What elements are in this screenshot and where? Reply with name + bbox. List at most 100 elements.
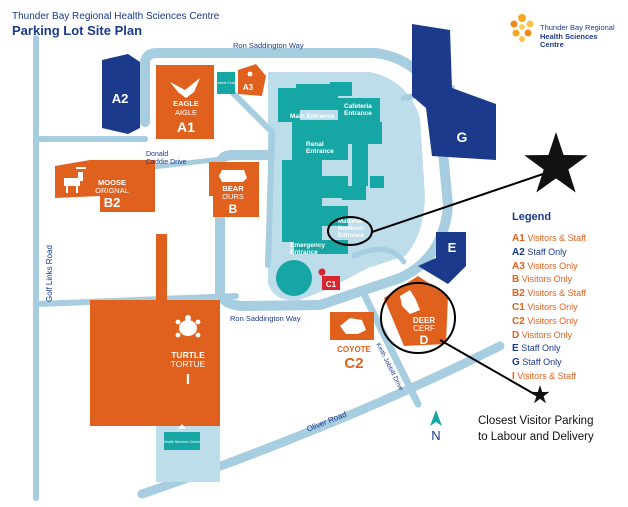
legend-item-code: G	[512, 357, 520, 369]
lot-a1-name1: EAGLE	[173, 99, 199, 108]
donald-caddie-label1: Donald	[146, 151, 168, 158]
lot-a2-code: A2	[112, 91, 129, 106]
bear-icon	[219, 170, 247, 182]
inner-drive-road	[229, 89, 275, 268]
legend-item-code: B	[512, 274, 520, 286]
lot-i-name2: TORTUE	[171, 359, 206, 369]
legend-item-code: I	[512, 370, 515, 382]
legend-item: A1 Visitors & Staff	[512, 232, 586, 246]
lot-b-name1: BEAR	[222, 184, 244, 193]
legend-item: D Visitors Only	[512, 329, 586, 343]
legend-item-desc: Visitors Only	[521, 329, 573, 340]
keith-jobbitt-drive-road	[358, 286, 422, 408]
logo-line-3-text: Centre	[540, 40, 564, 49]
lot-g: G	[412, 24, 496, 160]
lot-d-code: D	[420, 333, 429, 347]
legend-item: A3 Visitors Only	[512, 260, 586, 274]
legend-item-code: C2	[512, 315, 525, 327]
main-entrance-label: Main Entrance	[290, 113, 335, 120]
lot-c2-name: COYOTE	[337, 345, 371, 354]
logo-icon	[510, 14, 534, 42]
legend-item-code: E	[512, 343, 519, 355]
legend-item-desc: Staff Only	[527, 246, 567, 257]
logo-line-3: Centre	[540, 40, 628, 50]
health-services-label: Health Services Centre	[164, 440, 201, 444]
renal-entrance-label2: Entrance	[306, 148, 334, 155]
organization-name: Thunder Bay Regional Health Sciences Cen…	[12, 11, 220, 22]
lot-b2-code: B2	[104, 195, 121, 210]
small-star-icon	[530, 385, 550, 404]
legend-item: B2 Visitors & Staff	[512, 287, 586, 301]
golf-links-label: Golf Links Road	[45, 245, 54, 302]
maternal-entrance-label3: Entrance	[338, 233, 364, 239]
lot-c1-shape	[322, 276, 340, 290]
lot-c1: C1	[322, 276, 340, 290]
north-arrow-icon	[430, 410, 442, 426]
legend-item-desc: Visitors Only	[527, 301, 578, 312]
moose-icon	[64, 167, 86, 193]
logo-line-1: Thunder Bay Regional	[540, 23, 615, 32]
lot-d-highlight	[380, 282, 456, 354]
lot-b-name2: OURS	[222, 192, 244, 201]
legend-item: G Staff Only	[512, 356, 586, 370]
legend-item: B Visitors Only	[512, 273, 586, 287]
legend-item: C1 Visitors Only	[512, 301, 586, 315]
lot-e-code: E	[448, 240, 457, 255]
maternal-entrance-label1: Maternal	[338, 219, 363, 225]
lot-e: E	[418, 232, 466, 284]
lot-e-shape	[418, 232, 466, 284]
lot-g-shape	[412, 24, 496, 160]
lot-a2-shape	[102, 54, 140, 134]
deer-icon	[400, 290, 420, 314]
legend-item-desc: Visitors & Staff	[517, 370, 576, 381]
lot-i-shape	[90, 234, 220, 466]
legend-item: A2 Staff Only	[512, 246, 586, 260]
legend-item: C2 Visitors Only	[512, 315, 586, 329]
legend-item-code: A1	[512, 233, 525, 244]
lot-i-code: I	[186, 371, 190, 388]
medical-centre-building	[217, 72, 235, 94]
round-building	[276, 260, 312, 296]
cafeteria-entrance-label2: Entrance	[344, 110, 372, 117]
maternal-callout-line	[371, 172, 547, 233]
legend-item: E Staff Only	[512, 342, 586, 356]
lot-d-name1: DEER	[413, 316, 435, 325]
maternal-drive-road	[351, 246, 407, 265]
lot-a1-code: A1	[177, 119, 195, 135]
a3-animal-icon	[247, 71, 253, 77]
legend-item-desc: Visitors Only	[521, 274, 573, 285]
legend-item-code: A2	[512, 246, 525, 258]
hospital-building	[278, 82, 384, 254]
legend-item-desc: Visitors Only	[527, 315, 578, 326]
maternal-entrance-label2: Newborn	[338, 226, 364, 232]
lot-c1-code: C1	[326, 280, 337, 289]
lot-b-code: B	[229, 202, 238, 216]
legend-title: Legend	[512, 211, 552, 223]
legend-item-code: A3	[512, 260, 525, 272]
lot-d: DEER CERF D	[384, 276, 448, 347]
lot-c2-code: C2	[344, 355, 363, 372]
ron-saddington-label-top: Ron Saddington Way	[233, 41, 304, 50]
lot-i: Health Services Centre TURTLE TORTUE I	[90, 234, 220, 482]
turtle-icon	[175, 315, 201, 338]
closest-note-line-1: Closest Visitor Parking	[478, 415, 594, 427]
lot-a3-shape	[238, 64, 266, 96]
emergency-entrance-label1: Emergency	[290, 242, 325, 249]
lot-a3-code: A3	[243, 83, 254, 92]
closest-visitor-parking-note: Closest Visitor Parking to Labour and De…	[478, 413, 594, 445]
eagle-icon	[170, 78, 200, 98]
logo-line-2: Health Sciences	[540, 32, 628, 42]
emergency-entrance-label2: Entrance	[290, 249, 318, 256]
lot-b2-name1: MOOSE	[98, 178, 126, 187]
legend-item-desc: Visitors & Staff	[527, 233, 587, 243]
medical-centre-label: Medical Centre	[214, 81, 238, 85]
lot-d-callout-line	[439, 339, 537, 396]
donald-caddie-label2: Caddie Drive	[146, 159, 187, 166]
legend-item-desc: Visitors & Staff	[527, 288, 587, 299]
legend-item-desc: Visitors Only	[527, 260, 578, 271]
cafeteria-entrance-label1: Cafeteria	[344, 103, 372, 110]
legend-item-desc: Staff Only	[521, 343, 561, 354]
